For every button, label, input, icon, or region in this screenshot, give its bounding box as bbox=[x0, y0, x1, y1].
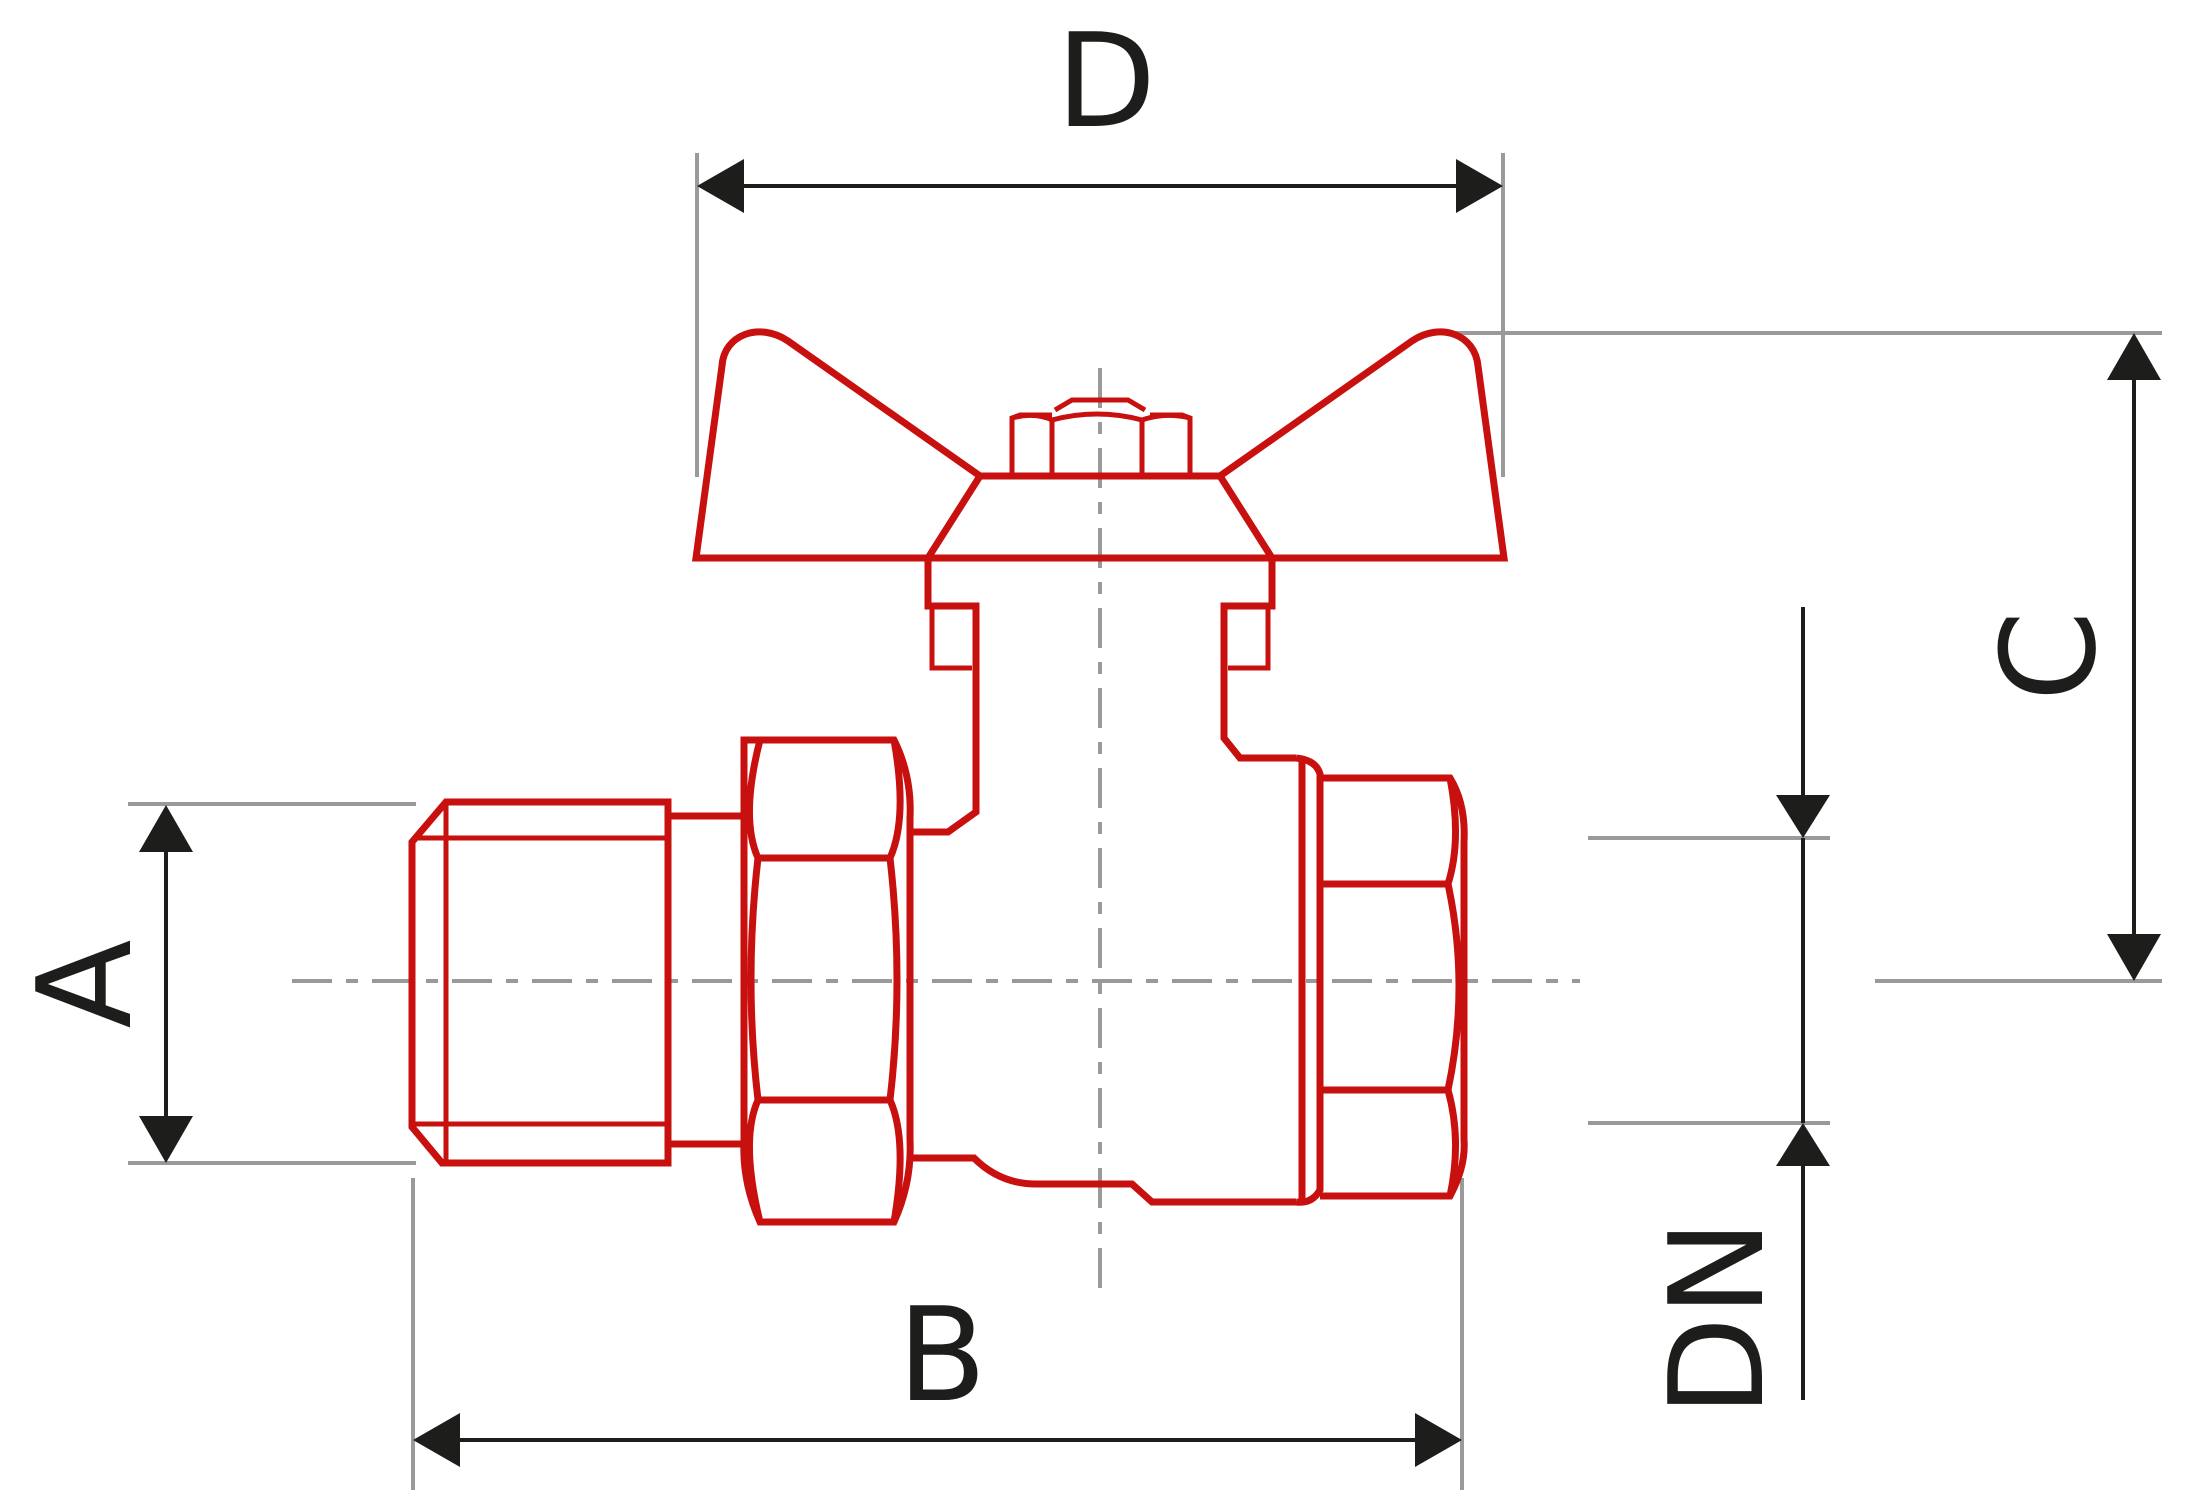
valve-body-bottom bbox=[910, 1154, 1296, 1206]
hex-nut-left bbox=[740, 736, 914, 1226]
arrow-dn-bottom bbox=[1776, 1123, 1830, 1166]
valve-outline bbox=[408, 328, 1509, 1226]
label-d: D bbox=[1056, 5, 1156, 157]
arrow-dn-top bbox=[1776, 795, 1830, 838]
arrow-b-left bbox=[413, 1413, 460, 1467]
label-c: C bbox=[1973, 611, 2125, 702]
packing-gland-left bbox=[929, 606, 972, 671]
arrow-c-top bbox=[2107, 333, 2161, 380]
union-neck-left bbox=[668, 812, 744, 1148]
arrow-a-bottom bbox=[139, 1116, 193, 1163]
arrow-d-left bbox=[697, 159, 744, 213]
dimension-labels: D B A C DN bbox=[9, 5, 2125, 1431]
arrow-d-right bbox=[1456, 159, 1503, 213]
valve-neck-left bbox=[910, 558, 980, 836]
arrow-b-right bbox=[1415, 1413, 1462, 1467]
packing-gland-right bbox=[1228, 606, 1271, 671]
hex-nut-right bbox=[1320, 774, 1468, 1200]
handle-collar-right bbox=[1217, 474, 1275, 560]
stem-nut bbox=[1009, 397, 1193, 476]
label-b: B bbox=[897, 1279, 986, 1431]
butterfly-handle bbox=[691, 328, 1509, 562]
hex-nut-right-flats bbox=[1320, 777, 1463, 1197]
handle-collar-left bbox=[925, 474, 983, 560]
hex-nut-left-flats bbox=[746, 739, 904, 1223]
label-a: A bbox=[9, 940, 161, 1029]
label-dn: DN bbox=[1641, 1219, 1793, 1416]
valve-neck-right bbox=[1220, 558, 1296, 762]
arrow-a-top bbox=[139, 805, 193, 852]
reference-lines bbox=[128, 153, 2162, 1490]
dimension-lines bbox=[139, 159, 2161, 1467]
arrow-c-bottom bbox=[2107, 934, 2161, 981]
